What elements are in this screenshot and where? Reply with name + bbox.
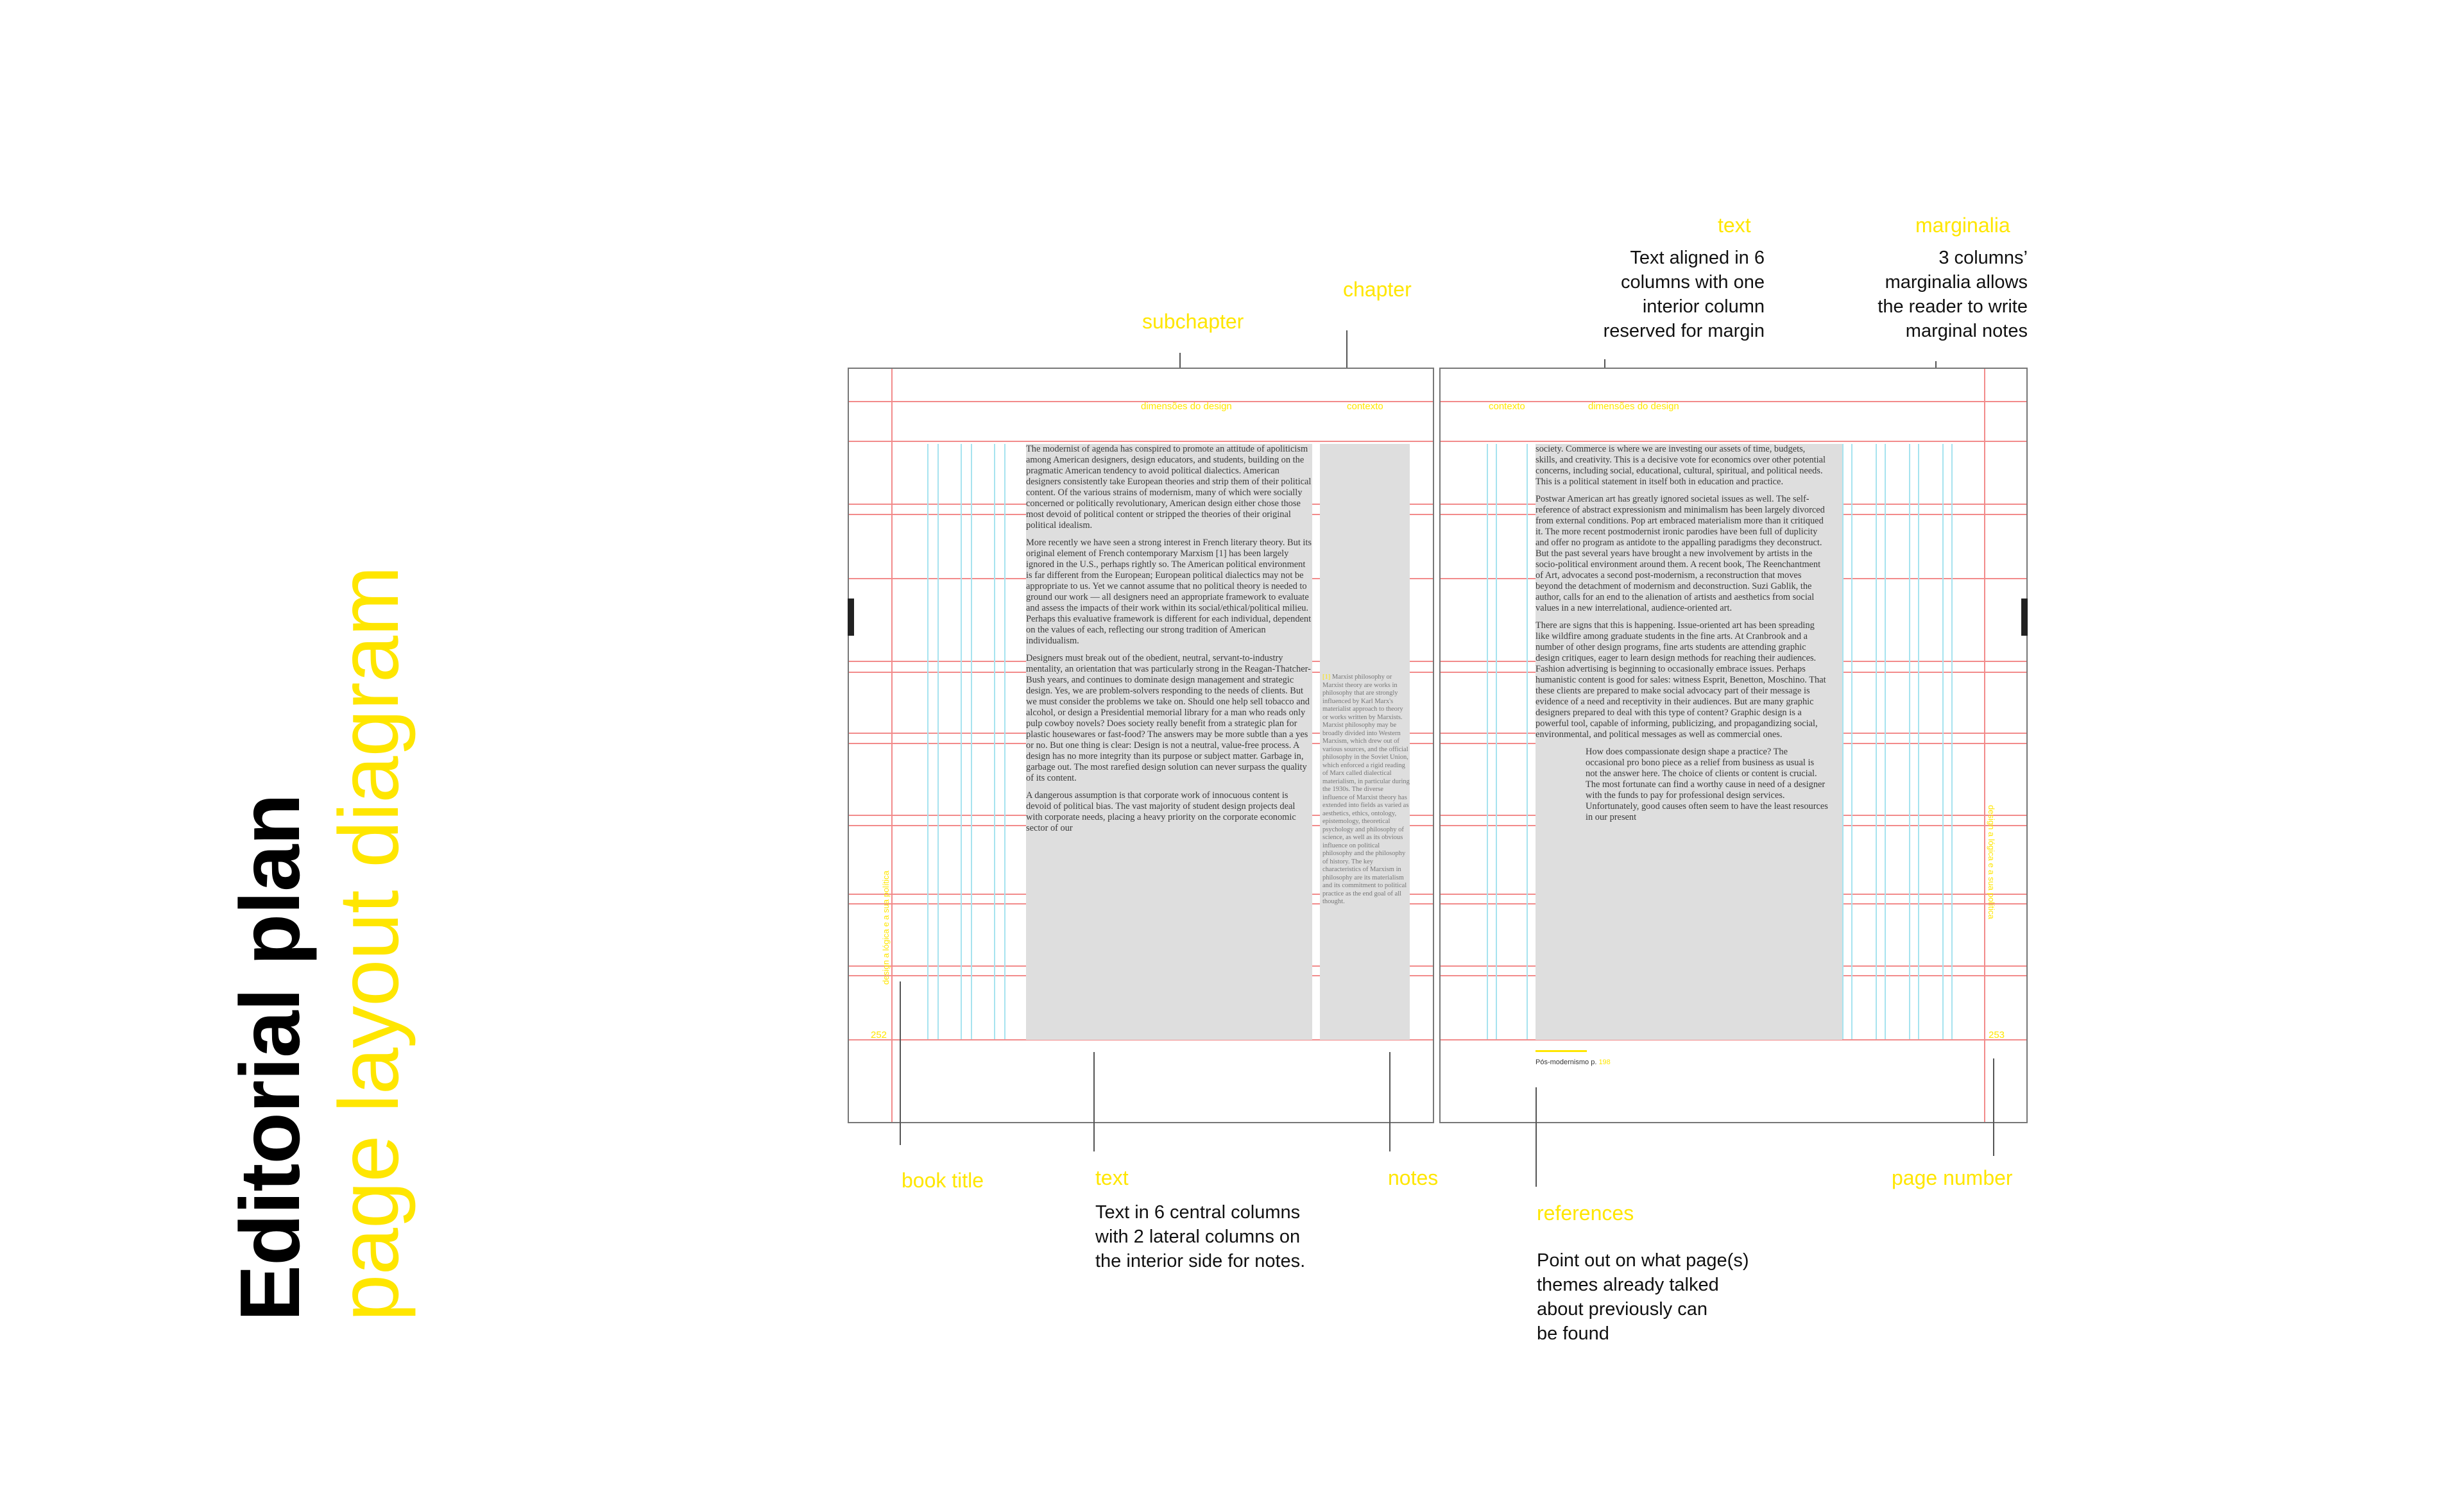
- reference-text: Pós-modernismo p.: [1536, 1058, 1597, 1066]
- page-title: Editorial plan: [223, 794, 317, 1321]
- desc-line: marginal notes: [1905, 321, 2028, 341]
- paragraph: A dangerous assumption is that corporate…: [1026, 790, 1296, 833]
- chapter-head: contexto: [1347, 401, 1383, 412]
- column-guide: [971, 444, 972, 1039]
- chapter-head: contexto: [1489, 401, 1525, 412]
- desc-line: Text in 6 central columns: [1095, 1202, 1301, 1223]
- margin-line: [1984, 369, 1985, 1122]
- desc-line: 3 columns’: [1938, 248, 2028, 268]
- book-title-vertical: design a lógica e a sua política: [881, 870, 891, 985]
- column-guide: [1918, 444, 1919, 1039]
- label-book-title: book title: [902, 1169, 984, 1192]
- column-guide: [1909, 444, 1910, 1039]
- page-subtitle: page layout diagram: [321, 566, 416, 1321]
- page-number: 252: [871, 1030, 887, 1040]
- column-guide: [961, 444, 962, 1039]
- reference-rule: [1536, 1050, 1587, 1052]
- running-head: dimensões do design: [1588, 401, 1679, 412]
- paragraph: Designers must break out of the obedient…: [1026, 653, 1311, 783]
- marginalia-description: 3 columns’ marginalia allows the reader …: [1878, 246, 2028, 343]
- right-page: contexto dimensões do design society. Co…: [1439, 368, 2028, 1123]
- book-title-vertical: design a lógica e a sua política: [1987, 805, 1996, 919]
- grid-line: [849, 401, 1433, 402]
- reference-line: Pós-modernismo p. 198: [1536, 1058, 1611, 1066]
- thumb-marker: [848, 599, 854, 636]
- running-head: dimensões do design: [1141, 401, 1232, 412]
- label-marginalia: marginalia: [1915, 214, 2010, 237]
- paragraph: The modernist of agenda has conspired to…: [1026, 444, 1312, 531]
- label-references: references: [1537, 1202, 1634, 1225]
- column-guide: [1487, 444, 1488, 1039]
- desc-line: reserved for margin: [1603, 321, 1765, 341]
- desc-line: Text aligned in 6: [1630, 248, 1765, 268]
- paragraph: More recently we have seen a strong inte…: [1026, 538, 1312, 646]
- title-block: Editorial plan page layout diagram: [223, 566, 416, 1321]
- references-description: Point out on what page(s) themes already…: [1537, 1248, 1749, 1346]
- leader-text-bottom: [1093, 1052, 1095, 1151]
- label-page-number: page number: [1892, 1166, 2013, 1189]
- leader-notes: [1389, 1052, 1390, 1151]
- desc-line: interior column: [1642, 296, 1765, 317]
- pull-quote: How does compassionate design shape a pr…: [1586, 747, 1828, 822]
- reference-page: 198: [1598, 1058, 1611, 1066]
- grid-line: [1441, 401, 2026, 402]
- desc-line: Point out on what page(s): [1537, 1250, 1749, 1271]
- desc-line: about previously can: [1537, 1299, 1707, 1320]
- column-guide: [994, 444, 995, 1039]
- column-guide: [1942, 444, 1944, 1039]
- column-guide: [1527, 444, 1528, 1039]
- column-guide: [1851, 444, 1852, 1039]
- desc-line: columns with one: [1620, 272, 1765, 293]
- leader-chapter: [1346, 330, 1348, 388]
- column-guide: [937, 444, 939, 1039]
- desc-line: be found: [1537, 1323, 1609, 1344]
- grid-line: [849, 441, 1433, 442]
- desc-line: themes already talked: [1537, 1275, 1719, 1295]
- column-guide: [1951, 444, 1953, 1039]
- leader-references: [1536, 1087, 1537, 1187]
- footnote-marker: [1]: [1322, 674, 1331, 681]
- paragraph: There are signs that this is happening. …: [1536, 620, 1826, 740]
- thumb-marker: [2021, 599, 2028, 636]
- leader-page-number: [1993, 1058, 1994, 1156]
- desc-line: marginalia allows: [1885, 272, 2028, 293]
- text-top-description: Text aligned in 6 columns with one inter…: [1604, 246, 1765, 343]
- paragraph: Postwar American art has greatly ignored…: [1536, 494, 1825, 613]
- note-text: Marxist philosophy or Marxist theory are…: [1322, 674, 1410, 905]
- page-number: 253: [1989, 1030, 2005, 1040]
- grid-line: [1441, 1039, 2026, 1040]
- main-text-block: society. Commerce is where we are invest…: [1536, 444, 1842, 1040]
- grid-line: [849, 1039, 1433, 1040]
- label-text-top: text: [1718, 214, 1751, 237]
- margin-line: [891, 369, 893, 1122]
- column-guide: [927, 444, 928, 1039]
- label-text-bottom: text: [1095, 1166, 1129, 1189]
- notes-column: [1] Marxist philosophy or Marxist theory…: [1320, 444, 1410, 1040]
- column-guide: [1885, 444, 1886, 1039]
- leader-book-title: [900, 981, 901, 1145]
- label-chapter: chapter: [1343, 278, 1412, 301]
- desc-line: the reader to write: [1878, 296, 2028, 317]
- column-guide: [1496, 444, 1497, 1039]
- paragraph: society. Commerce is where we are invest…: [1536, 444, 1826, 487]
- main-text-block: The modernist of agenda has conspired to…: [1026, 444, 1312, 1040]
- label-subchapter: subchapter: [1142, 310, 1244, 333]
- grid-line: [1441, 441, 2026, 442]
- desc-line: the interior side for notes.: [1095, 1251, 1306, 1271]
- column-guide: [1004, 444, 1005, 1039]
- text-bottom-description: Text in 6 central columns with 2 lateral…: [1095, 1200, 1305, 1273]
- desc-line: with 2 lateral columns on: [1095, 1227, 1301, 1247]
- label-notes: notes: [1388, 1166, 1439, 1189]
- column-guide: [1842, 444, 1844, 1039]
- column-guide: [1876, 444, 1877, 1039]
- left-page: dimensões do design contexto The moderni…: [848, 368, 1434, 1123]
- text-wrapper: society. Commerce is where we are invest…: [1536, 444, 1842, 823]
